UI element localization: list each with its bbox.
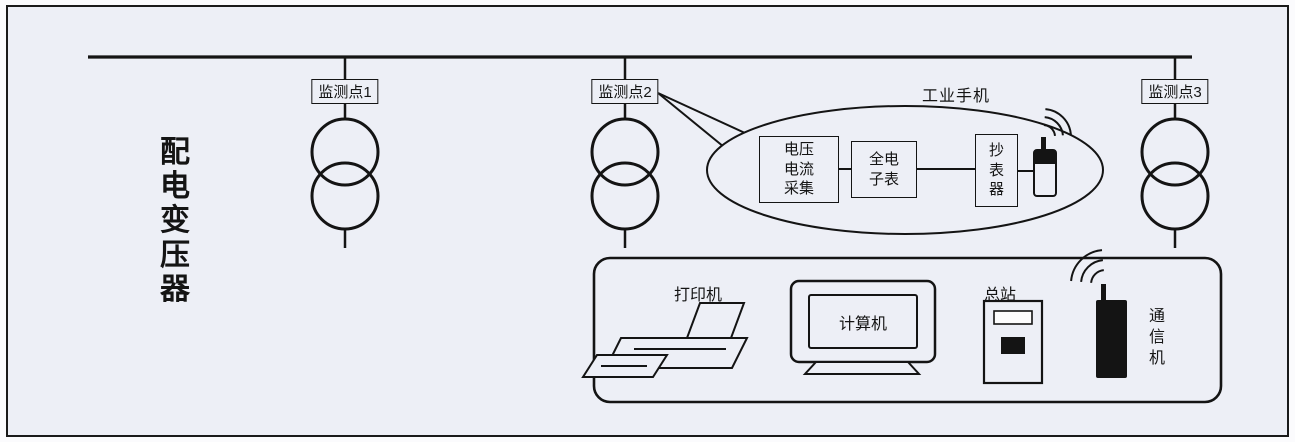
callout-connectors xyxy=(839,168,1034,172)
transformer-icon-2 xyxy=(590,57,660,248)
transformer-icon-3 xyxy=(1140,57,1210,248)
electronic-meter-box-label: 全电子表 xyxy=(868,151,899,188)
monitor-point-3-label: 监测点3 xyxy=(1141,79,1209,104)
acquisition-box-label: 电压电流采集 xyxy=(783,141,814,198)
transformer-icon-1 xyxy=(310,57,380,248)
printer-icon xyxy=(581,302,749,378)
monitor-point-1-label: 监测点1 xyxy=(311,79,379,104)
voltage-current-acquisition-box: 电压电流采集 xyxy=(759,136,839,203)
wireless-signal-icon-station xyxy=(1070,249,1104,283)
monitor-icon xyxy=(789,279,937,375)
comm-terminal-label: 通信机 xyxy=(1148,308,1165,368)
monitor-point-2-label: 监测点2 xyxy=(591,79,659,104)
wireless-signal-icon-callout xyxy=(1043,108,1072,137)
printer-label: 打印机 xyxy=(673,287,722,304)
meter-reader-box-label: 抄表器 xyxy=(988,142,1004,199)
antenna-terminal-icon xyxy=(1096,284,1127,378)
distribution-transformer-label: 配电变压器 xyxy=(160,136,190,306)
callout-tail xyxy=(657,92,746,148)
industrial-phone-label: 工业手机 xyxy=(921,88,990,105)
master-station-cabinet-icon xyxy=(982,299,1044,385)
meter-reader-box: 抄表器 xyxy=(975,134,1018,207)
handheld-reader-icon xyxy=(1033,137,1057,197)
electronic-meter-box: 全电子表 xyxy=(851,141,917,198)
computer-label: 计算机 xyxy=(838,315,887,333)
master-station-label: 总站 xyxy=(983,287,1016,304)
